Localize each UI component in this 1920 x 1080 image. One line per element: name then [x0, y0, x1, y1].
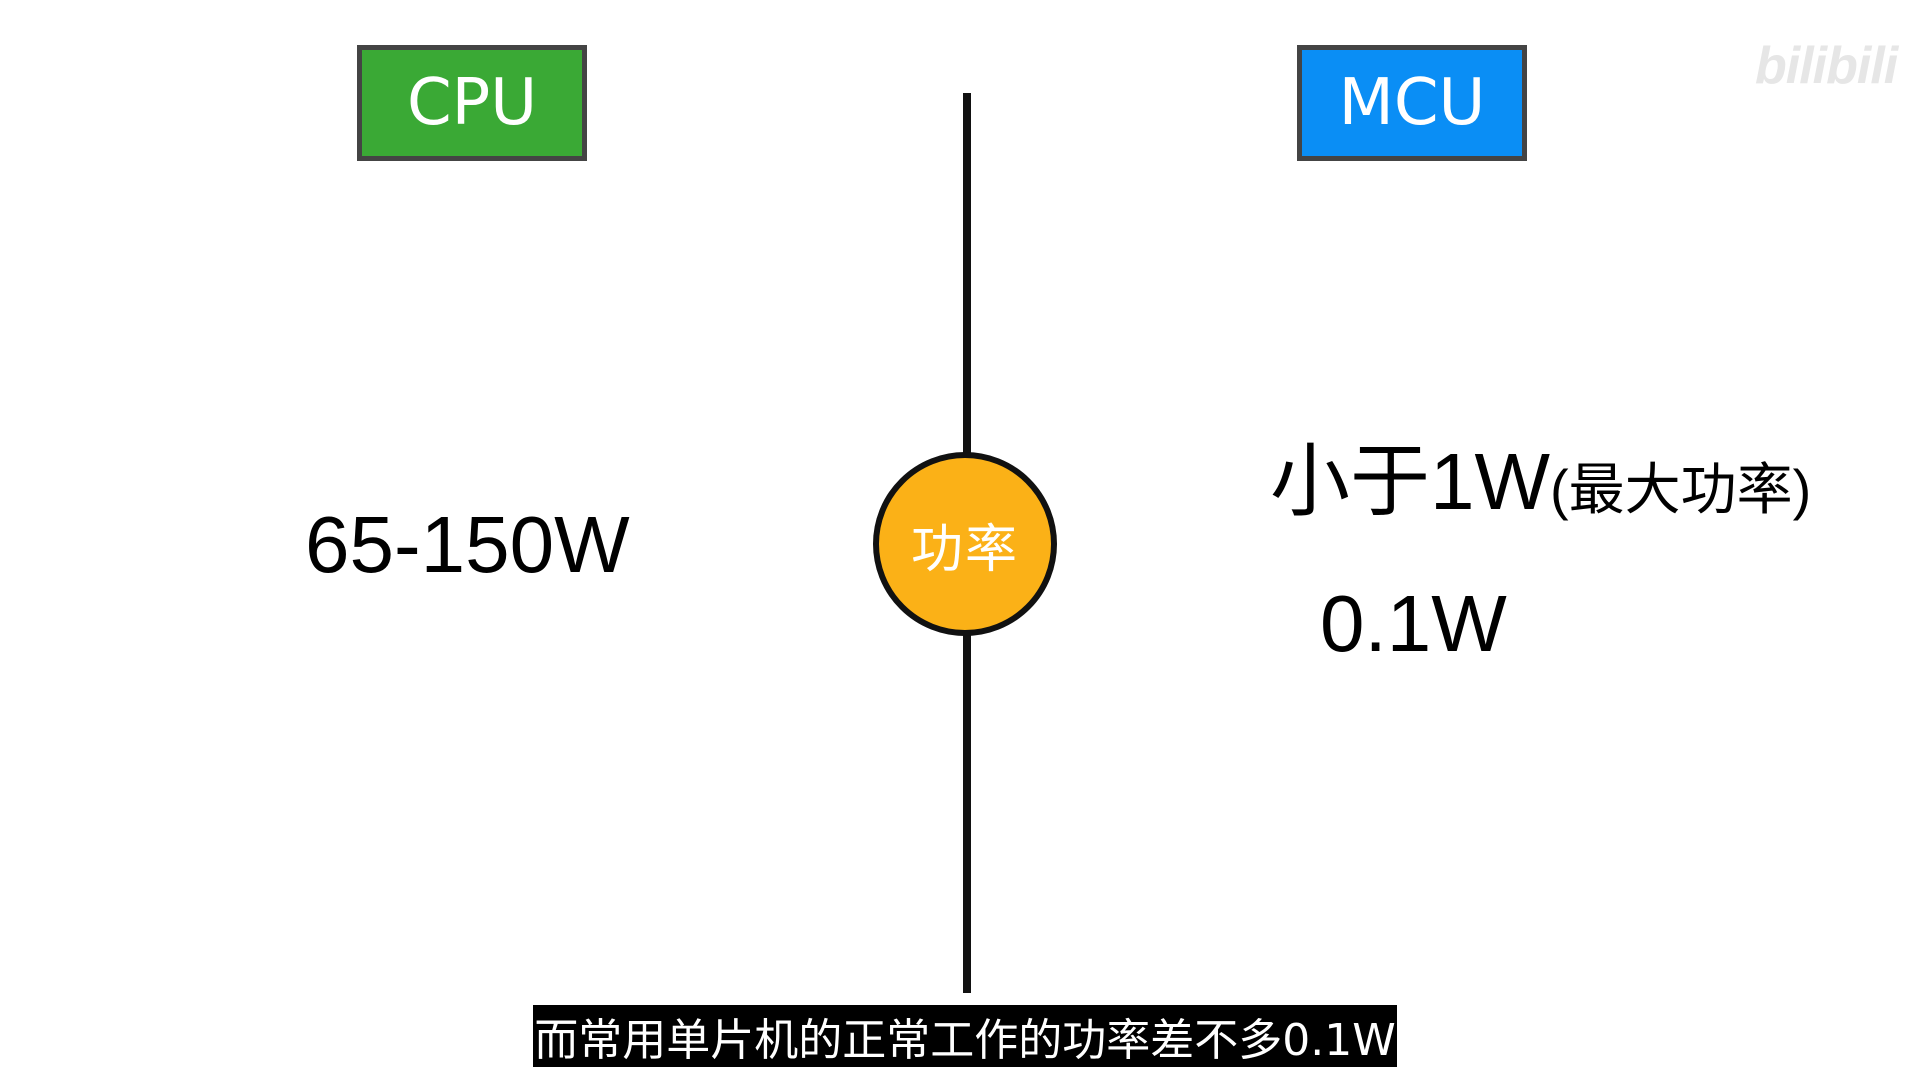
divider-line-top — [963, 93, 971, 465]
mcu-power-typical: 0.1W — [1320, 579, 1507, 668]
power-circle-label: 功率 — [910, 519, 1019, 580]
mcu-label: MCU — [1338, 66, 1486, 140]
divider-line-bottom — [963, 625, 971, 993]
mcu-label-box: MCU — [1297, 45, 1527, 161]
subtitle-caption: 而常用单片机的正常工作的功率差不多0.1W — [533, 1005, 1397, 1067]
cpu-power-value: 65-150W — [305, 500, 630, 589]
mcu-power-max-note: (最大功率) — [1550, 458, 1812, 521]
mcu-power-max-value: 小于1W — [1270, 437, 1550, 526]
subtitle-text: 而常用单片机的正常工作的功率差不多0.1W — [534, 1015, 1396, 1066]
bilibili-watermark-logo: bilibili — [1755, 37, 1898, 95]
cpu-label: CPU — [406, 66, 538, 140]
mcu-power-max: 小于1W(最大功率) — [1270, 442, 1811, 522]
power-circle: 功率 — [873, 452, 1057, 636]
cpu-label-box: CPU — [357, 45, 587, 161]
